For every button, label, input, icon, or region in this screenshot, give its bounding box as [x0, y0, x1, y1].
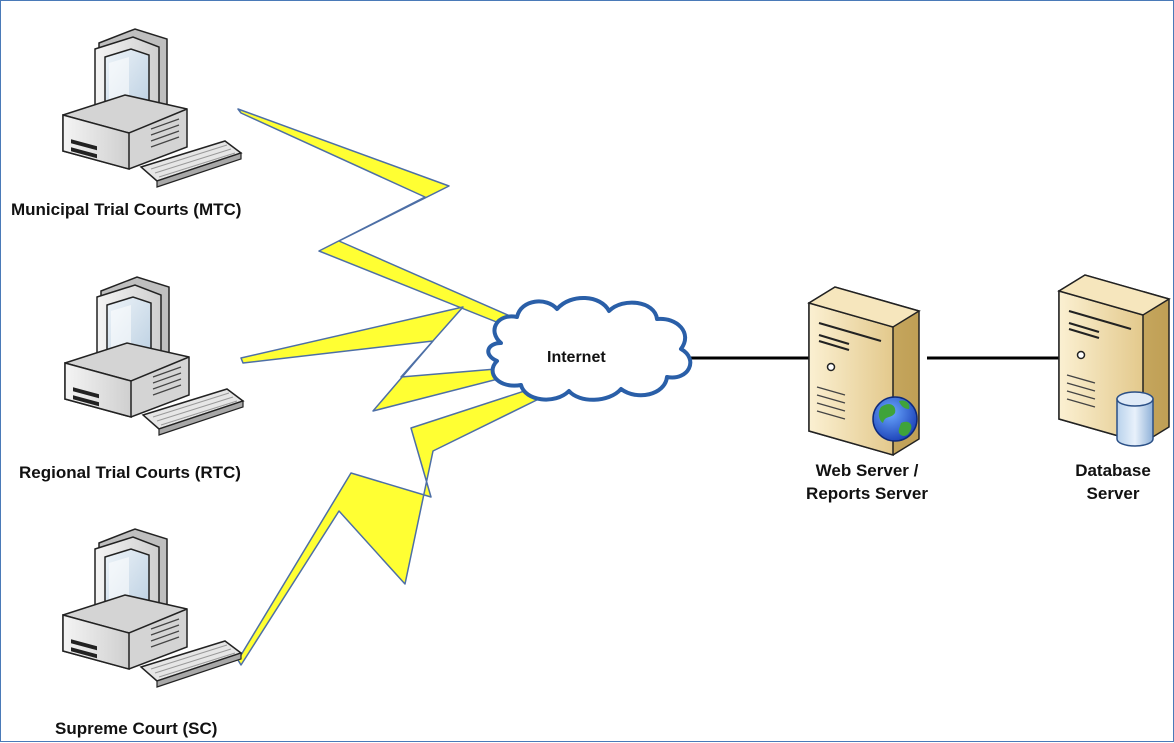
database-server-label: Database Server: [1059, 459, 1167, 505]
desktop-computer-icon: [62, 28, 242, 188]
node-label-rtc: Regional Trial Courts (RTC): [19, 463, 241, 482]
database-server-icon: [1057, 273, 1171, 447]
internet-label: Internet: [547, 349, 606, 366]
desktop-computer-icon: [62, 528, 242, 688]
web-server-label-line1: Web Server /: [815, 461, 919, 480]
database-server-label-line1: Database: [1075, 461, 1151, 480]
node-label-sc: Supreme Court (SC): [55, 719, 218, 738]
lightning-link-mtc: [237, 108, 527, 332]
database-server-label-line2: Server: [1086, 484, 1140, 503]
lightning-link-sc: [237, 382, 556, 666]
lightning-link-rtc: [240, 306, 499, 412]
desktop-computer-icon: [64, 276, 244, 436]
cloud-icon: [486, 295, 693, 402]
node-label-mtc: Municipal Trial Courts (MTC): [11, 200, 242, 219]
database-cylinder-icon: [1116, 391, 1154, 447]
web-server-label: Web Server / Reports Server: [783, 459, 951, 505]
web-server-icon: [807, 285, 921, 457]
globe-icon: [872, 396, 918, 442]
web-server-label-line2: Reports Server: [806, 484, 928, 503]
